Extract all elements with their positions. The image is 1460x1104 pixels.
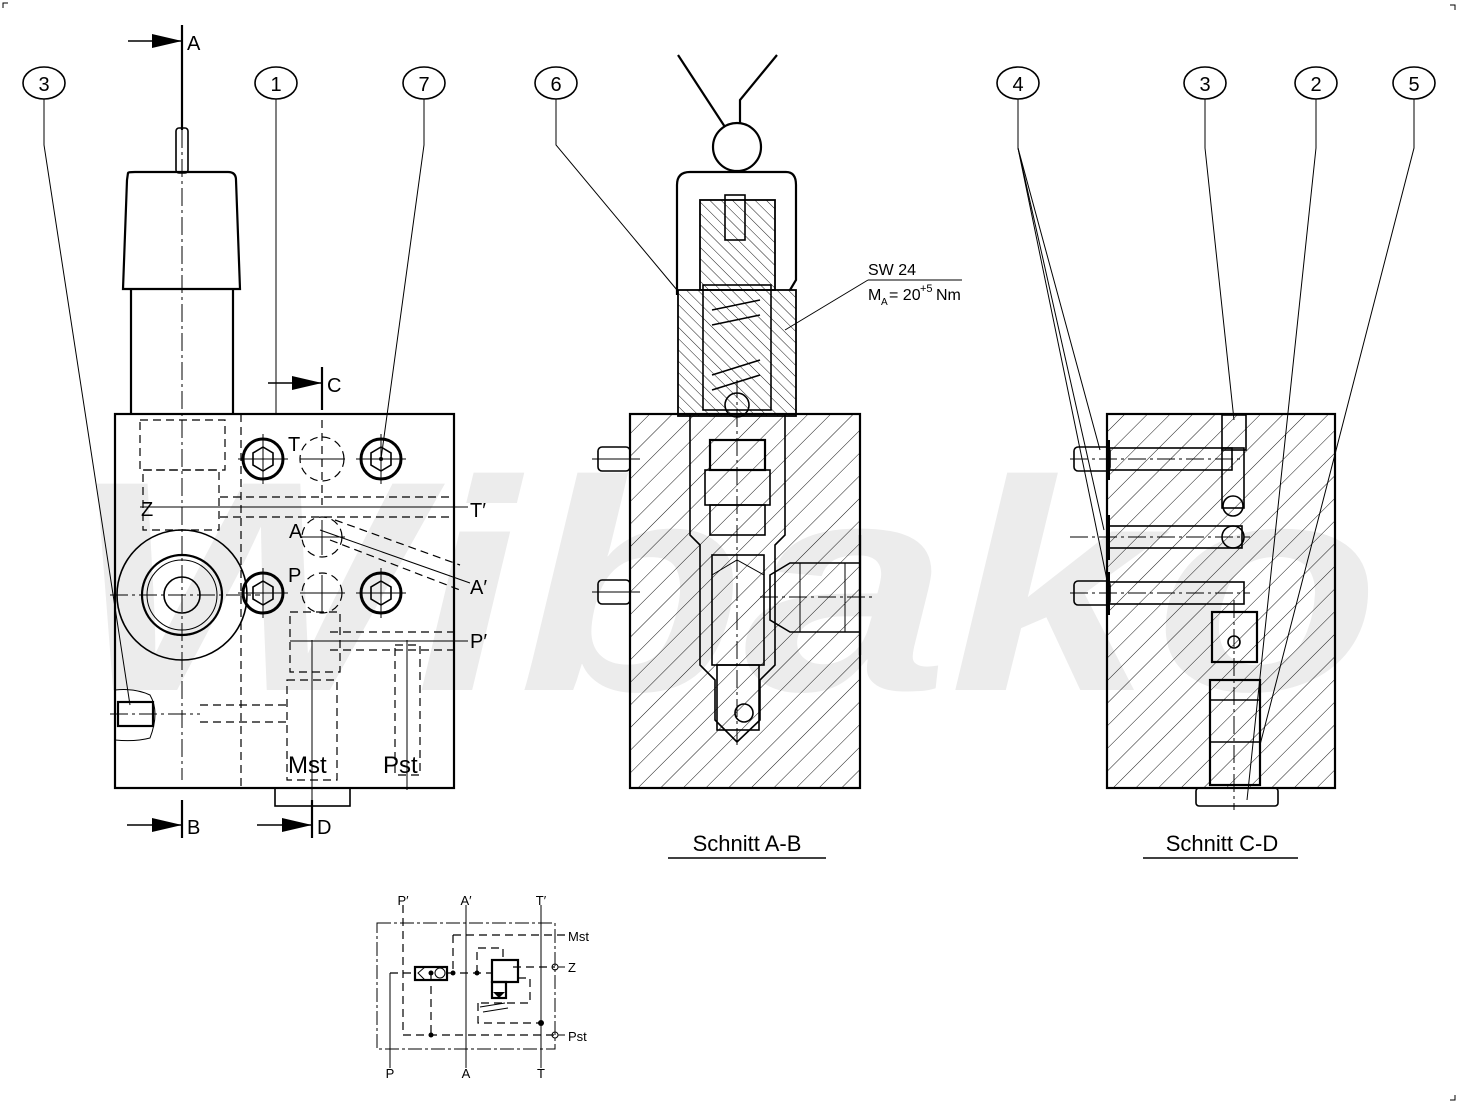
section-a-b-view: SW 24 M A = 20 +5 Nm 6 Schnitt A-B <box>534 54 962 859</box>
arrowhead-icon <box>152 818 182 832</box>
bolt-top-left <box>238 434 288 484</box>
torque-value: = 20 <box>889 287 921 304</box>
port-label-p-prime: P′ <box>470 631 487 653</box>
port-label-p: P <box>288 565 301 587</box>
svg-text:1: 1 <box>270 74 281 96</box>
port-label-z: Z <box>141 499 153 521</box>
wrench-size-label: SW 24 <box>868 262 916 279</box>
cable-left <box>677 54 726 128</box>
solenoid-cap <box>121 170 242 291</box>
balloon-cd-4: 4 <box>996 66 1109 586</box>
schematic-label-p: P <box>386 1066 395 1081</box>
balloon-ab-6: 6 <box>534 66 678 291</box>
balloon-cd-3: 3 <box>1183 66 1235 421</box>
svg-text:2: 2 <box>1310 74 1321 96</box>
arrowhead-icon <box>282 818 312 832</box>
torque-prefix: M <box>868 287 881 304</box>
schematic-label-t-prime: T′ <box>536 893 547 908</box>
frame-corner-bottom-right <box>1450 1095 1456 1101</box>
torque-tolerance: +5 <box>920 283 933 295</box>
svg-text:7: 7 <box>418 74 429 96</box>
svg-text:6: 6 <box>550 74 561 96</box>
svg-text:3: 3 <box>38 74 49 96</box>
arrowhead-icon <box>292 376 322 390</box>
port-label-mst: Mst <box>288 752 327 779</box>
balloon-front-3: 3 <box>22 66 131 706</box>
schematic-label-t: T <box>537 1066 545 1081</box>
bolt-bottom-left <box>238 568 288 618</box>
torque-subscript: A <box>881 297 888 308</box>
balloon-front-1: 1 <box>254 66 298 414</box>
svg-text:4: 4 <box>1012 74 1023 96</box>
cable-right <box>738 54 778 124</box>
front-view: A <box>22 25 487 839</box>
torque-unit: Nm <box>936 287 961 304</box>
bottom-plug-cd <box>1195 787 1279 807</box>
connector-ring <box>711 121 763 173</box>
check-valve-symbol <box>413 965 449 982</box>
frame-corner-top-left <box>2 2 8 8</box>
balloon-cd-2: 2 <box>1246 66 1338 801</box>
pressure-valve-symbol <box>490 958 520 984</box>
torque-annotation: SW 24 M A = 20 +5 Nm <box>784 262 962 331</box>
section-c-d-view: 4 3 2 5 Schnitt C-D <box>996 66 1436 859</box>
section-label-d: D <box>317 817 331 839</box>
port-label-a: A <box>289 521 303 543</box>
port-label-t: T <box>288 434 300 456</box>
section-label-c: C <box>327 375 341 397</box>
arrowhead-icon <box>152 34 182 48</box>
valve-block-section-ab <box>628 412 862 790</box>
svg-text:3: 3 <box>1199 74 1210 96</box>
section-label-b: B <box>187 817 200 839</box>
cover-cap <box>675 170 798 295</box>
schematic-label-a: A <box>462 1066 471 1081</box>
schematic-label-p-prime: P′ <box>397 893 409 908</box>
port-label-pst: Pst <box>383 752 418 779</box>
svg-text:5: 5 <box>1408 74 1419 96</box>
schematic-label-a-prime: A′ <box>460 893 472 908</box>
schematic-label-mst: Mst <box>568 929 589 944</box>
frame-corner-top-right <box>1450 4 1456 10</box>
hydraulic-schematic: P′ A′ T′ P A T Mst Z Pst <box>376 893 589 1081</box>
section-label-a: A <box>187 33 201 55</box>
section-title-ab: Schnitt A-B <box>693 831 802 856</box>
balloon-front-7: 7 <box>380 66 446 460</box>
schematic-label-z: Z <box>568 960 576 975</box>
bolt-bottom-right <box>356 568 406 618</box>
schematic-label-pst: Pst <box>568 1029 587 1044</box>
port-label-a-prime: A′ <box>470 577 487 599</box>
section-title-cd: Schnitt C-D <box>1166 831 1278 856</box>
balloon-cd-5: 5 <box>1259 66 1436 746</box>
port-label-t-prime: T′ <box>470 500 486 522</box>
